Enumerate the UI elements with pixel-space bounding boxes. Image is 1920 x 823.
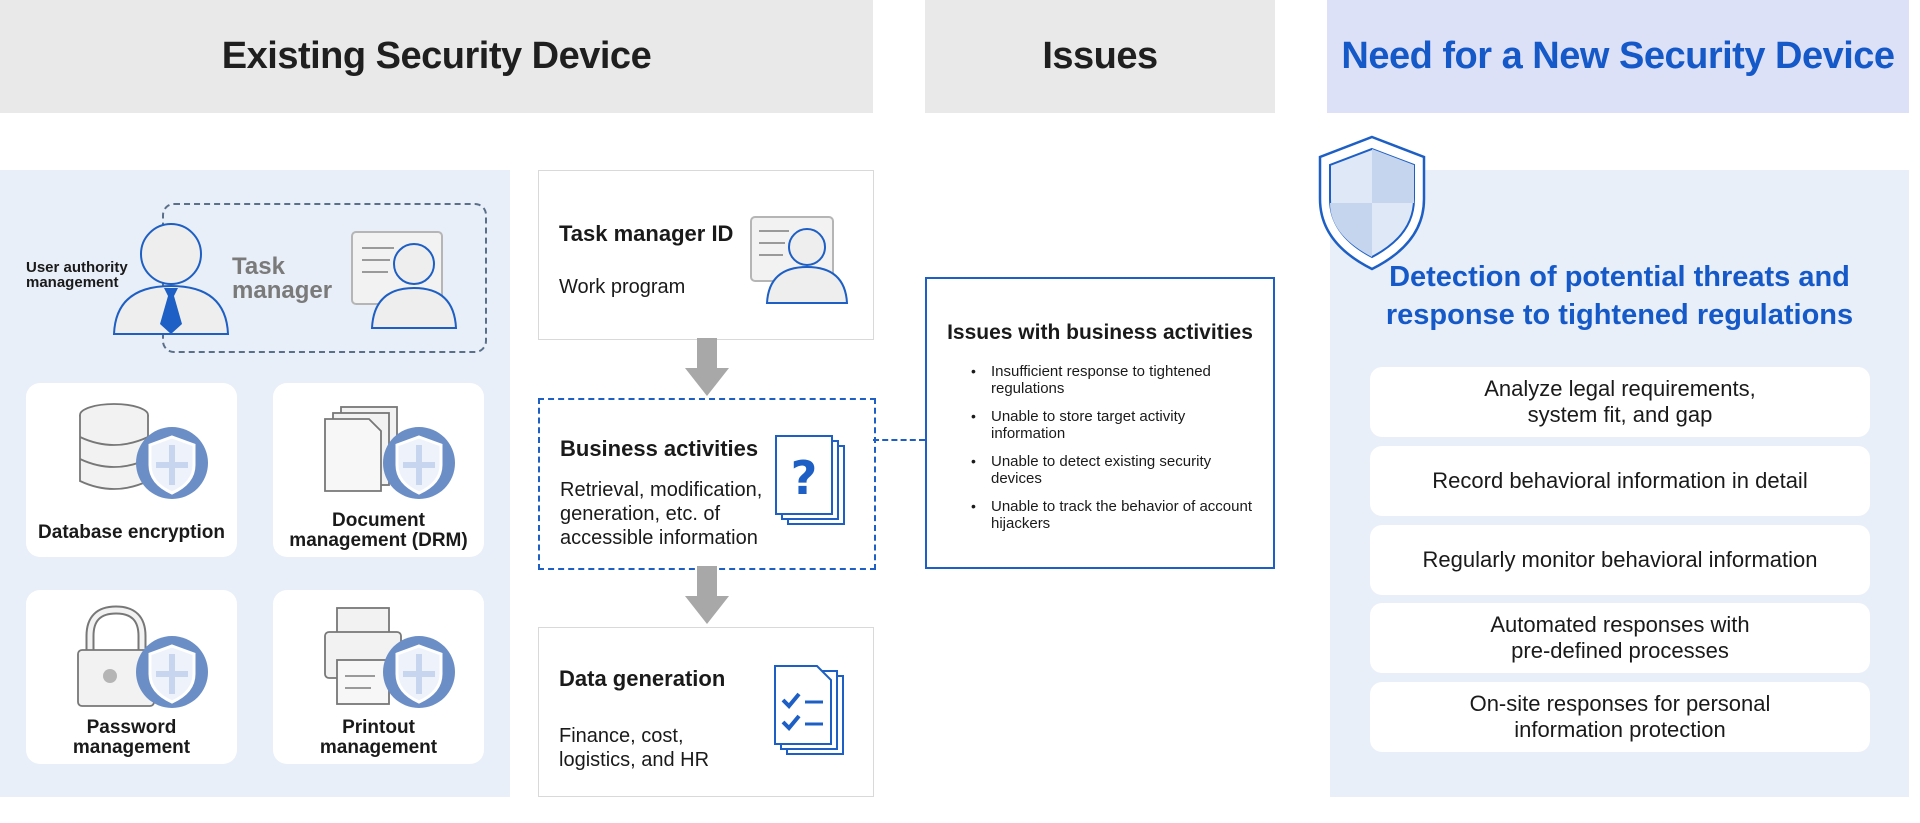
need-item: Automated responses with pre-defined pro… [1370, 603, 1870, 673]
task-manager-id-box: Task manager ID Work program [538, 170, 874, 340]
business-activities-title: Business activities [560, 436, 759, 461]
database-shield-icon [79, 403, 208, 499]
issues-title: Issues with business activities [947, 321, 1253, 344]
checklist-document-icon [774, 665, 844, 755]
arrow-down-icon [685, 566, 729, 624]
issue-item: Unable to track the behavior of account … [971, 498, 1253, 532]
header-need-label: Need for a New Security Device [1341, 35, 1895, 77]
task-manager-id-text: Work program [559, 276, 686, 298]
issue-item: Unable to detect existing security devic… [971, 453, 1253, 487]
svg-text:?: ? [791, 451, 818, 505]
printer-shield-icon [324, 607, 455, 708]
business-activities-text: Retrieval, modification, generation, etc… [560, 479, 763, 549]
need-item: Analyze legal requirements, system fit, … [1370, 367, 1870, 437]
card-label-drm: Document management (DRM) [289, 510, 468, 551]
header-need: Need for a New Security Device [1327, 0, 1909, 113]
card-printout-management: Printout management [273, 590, 484, 764]
lock-shield-icon [77, 605, 208, 708]
data-generation-box: Data generation Finance, cost, logistics… [538, 627, 874, 797]
header-existing-label: Existing Security Device [221, 35, 652, 77]
arrow-down-icon [685, 338, 729, 396]
question-document-icon: ? [775, 435, 845, 525]
card-label-printout: Printout management [319, 717, 438, 758]
data-generation-text: Finance, cost, logistics, and HR [559, 725, 710, 771]
card-label-database: Database encryption [38, 522, 225, 543]
issue-item: Unable to store target activity informat… [971, 408, 1253, 442]
need-item: On-site responses for personal informati… [1370, 682, 1870, 752]
need-item: Record behavioral information in detail [1370, 446, 1870, 516]
card-database-encryption: Database encryption [26, 383, 237, 557]
id-card-user-icon [750, 216, 849, 304]
task-manager-label: Task manager [232, 253, 333, 304]
connector-line [873, 439, 925, 441]
issue-item: Insufficient response to tightened regul… [971, 363, 1253, 397]
card-document-drm: Document management (DRM) [273, 383, 484, 557]
need-title: Detection of potential threats and respo… [1385, 261, 1854, 331]
card-password-management: Password management [26, 590, 237, 764]
header-existing: Existing Security Device [0, 0, 873, 113]
header-issues-label: Issues [1042, 35, 1158, 77]
user-authority-label: User authority management [26, 259, 128, 291]
task-manager-id-title: Task manager ID [559, 221, 734, 246]
card-label-password: Password management [72, 717, 191, 758]
documents-shield-icon [324, 406, 455, 499]
shield-icon [1318, 135, 1426, 271]
admin-user-icon [112, 223, 230, 335]
need-item: Regularly monitor behavioral information [1370, 525, 1870, 595]
business-activities-box: Business activities Retrieval, modificat… [538, 398, 876, 570]
task-manager-card-icon [351, 231, 458, 329]
issues-box: Issues with business activities Insuffic… [925, 277, 1275, 569]
header-issues: Issues [925, 0, 1275, 113]
data-generation-title: Data generation [559, 666, 726, 691]
issues-list: Insufficient response to tightened regul… [971, 363, 1253, 543]
